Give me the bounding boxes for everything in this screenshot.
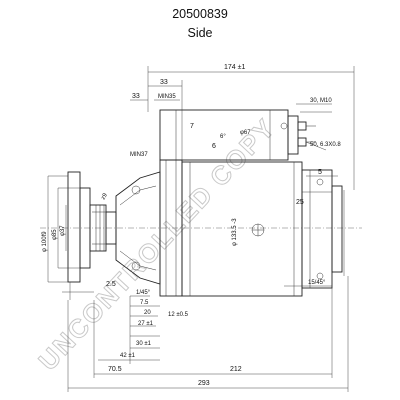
dim-phi37: φ37: [60, 225, 66, 236]
dim-2-5: 2.5: [106, 281, 116, 288]
dim-70-5: 70.5: [108, 366, 122, 373]
dim-phi85: φ85: [52, 229, 58, 240]
dim-30: 30 ±1: [136, 341, 152, 347]
dim-7: 7: [190, 123, 194, 130]
title-block: 20500839 Side: [0, 0, 400, 48]
watermark-text: UNCONTROLLED COPY: [32, 112, 281, 376]
dim-7-5: 7.5: [140, 300, 149, 306]
dim-20: 20: [144, 310, 151, 316]
dim-top-33: 33: [160, 79, 168, 86]
right-dimensions: [284, 175, 345, 287]
dim-5: 5: [318, 169, 322, 176]
dim-6: 6: [212, 143, 216, 150]
view-label: Side: [187, 26, 213, 40]
solenoid: [159, 109, 316, 161]
drive-end-flange: [67, 171, 117, 283]
dim-27: 27 ±1: [138, 321, 154, 327]
dim-min35: MIN35: [158, 94, 176, 100]
dim-15-45: 15/45°: [308, 280, 326, 286]
dim-42: 42 ±1: [120, 353, 136, 359]
dim-left-33: 33: [132, 93, 140, 100]
part-number: 20500839: [172, 7, 228, 21]
dim-293: 293: [198, 380, 210, 387]
top-dimensions: [130, 66, 355, 190]
dim-overall-top: 174 ±1: [224, 64, 245, 71]
dim-z9: z9: [101, 192, 110, 201]
dim-bolt-50: 50, 6.3X0.8: [310, 142, 341, 148]
dim-angle: 6°: [220, 134, 226, 140]
left-dimensions: [47, 175, 94, 300]
motor-body: [181, 161, 303, 297]
dim-phi67: φ67: [240, 130, 251, 136]
dim-1-45: 1/45°: [136, 290, 151, 296]
dim-phi135: φ 133.5 -3: [232, 218, 238, 246]
dim-25: 25: [296, 199, 304, 206]
end-cap: [301, 169, 343, 289]
bottom-dimensions: [67, 276, 349, 392]
dim-12: 12 ±0.5: [168, 312, 189, 318]
dim-min37: MIN37: [130, 152, 148, 158]
dim-phi100: φ 100f9: [42, 231, 48, 252]
dim-212: 212: [230, 366, 242, 373]
dim-bolt-30: 30, M10: [310, 98, 332, 104]
